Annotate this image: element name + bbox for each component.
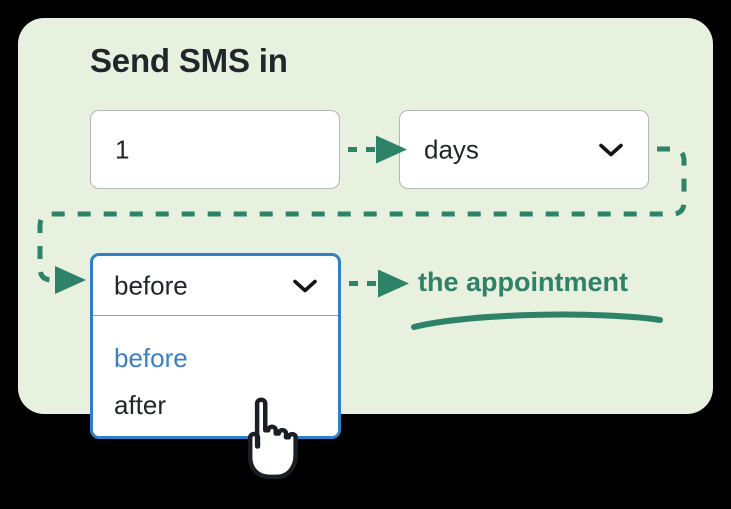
chevron-down-icon[interactable] xyxy=(292,278,318,294)
relation-select-trigger[interactable]: before xyxy=(93,256,338,316)
amount-input[interactable]: 1 xyxy=(90,110,340,189)
page-title: Send SMS in xyxy=(90,42,288,79)
relation-option-after[interactable]: after xyxy=(114,390,167,420)
chevron-down-icon[interactable] xyxy=(598,142,624,158)
appointment-phrase: the appointment xyxy=(418,267,628,297)
unit-select[interactable]: days xyxy=(399,110,649,189)
unit-select-value: days xyxy=(424,134,479,164)
relation-select[interactable]: before before after xyxy=(90,253,341,439)
relation-select-value: before xyxy=(114,270,188,300)
amount-input-value: 1 xyxy=(115,134,130,164)
relation-option-before[interactable]: before xyxy=(114,343,188,373)
